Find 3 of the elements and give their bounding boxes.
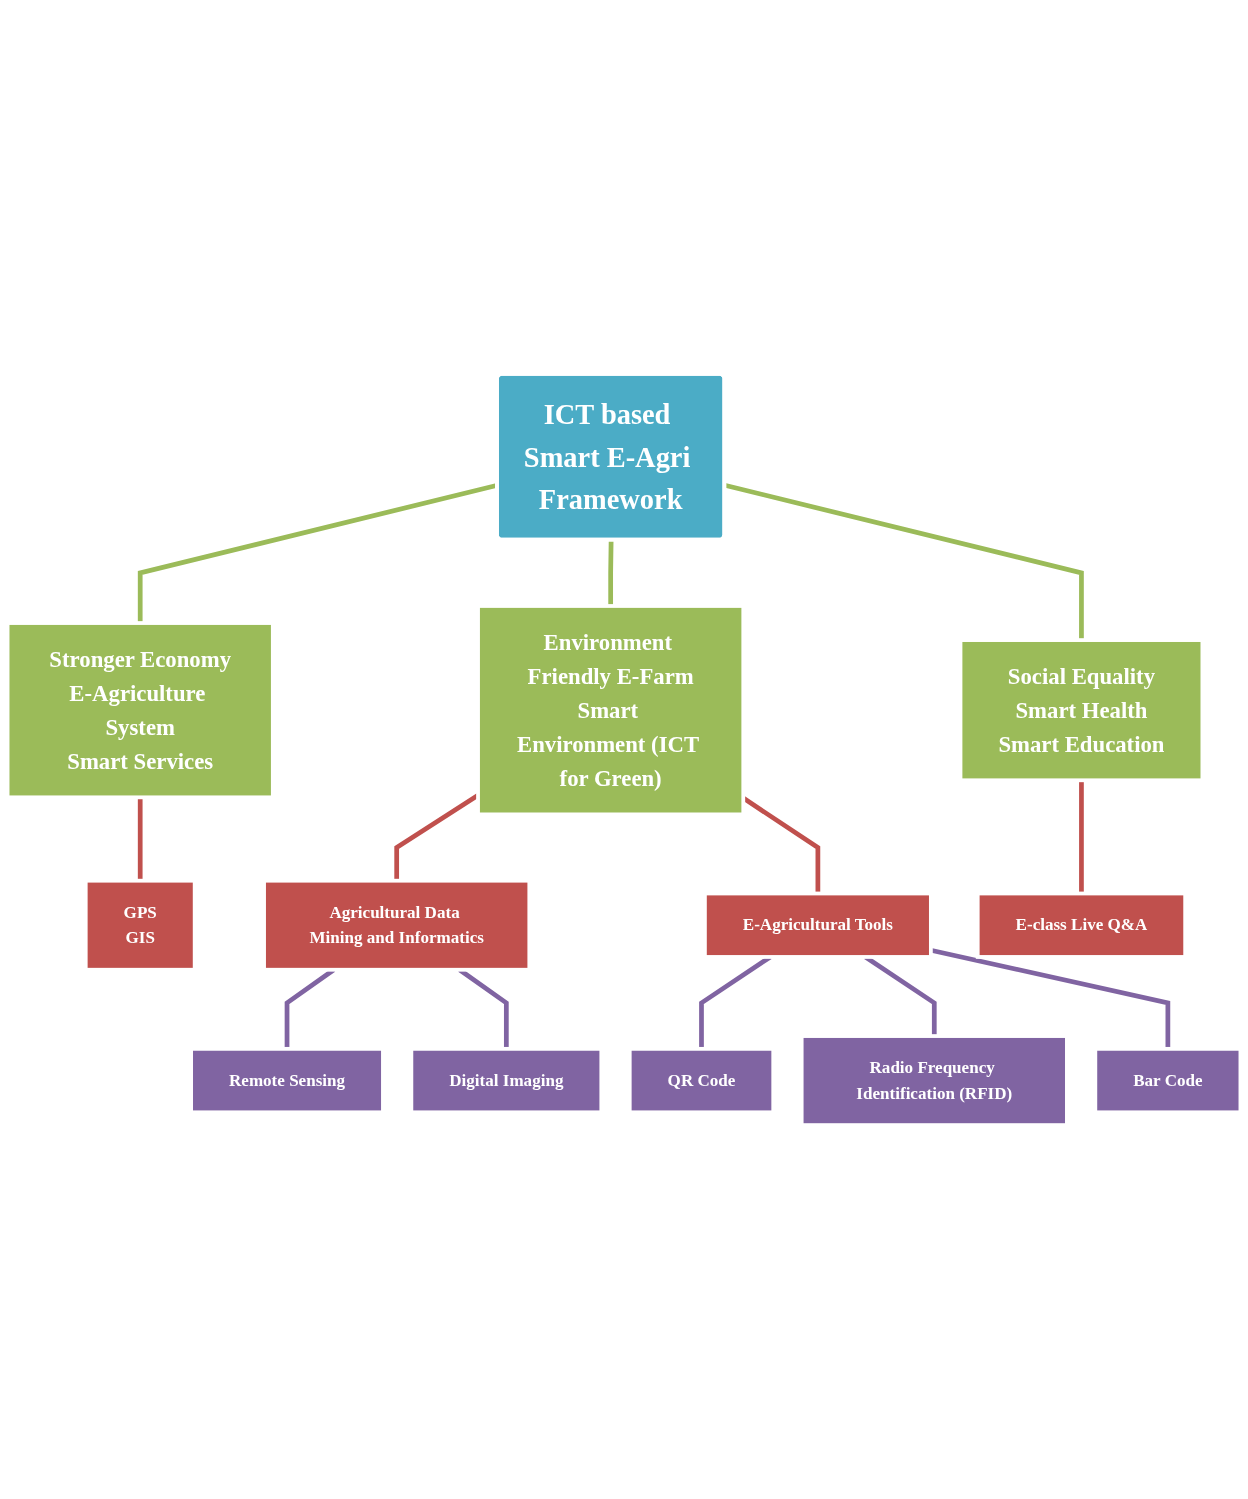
connector [1079,780,1084,894]
connector [608,540,614,606]
connector [137,797,143,881]
